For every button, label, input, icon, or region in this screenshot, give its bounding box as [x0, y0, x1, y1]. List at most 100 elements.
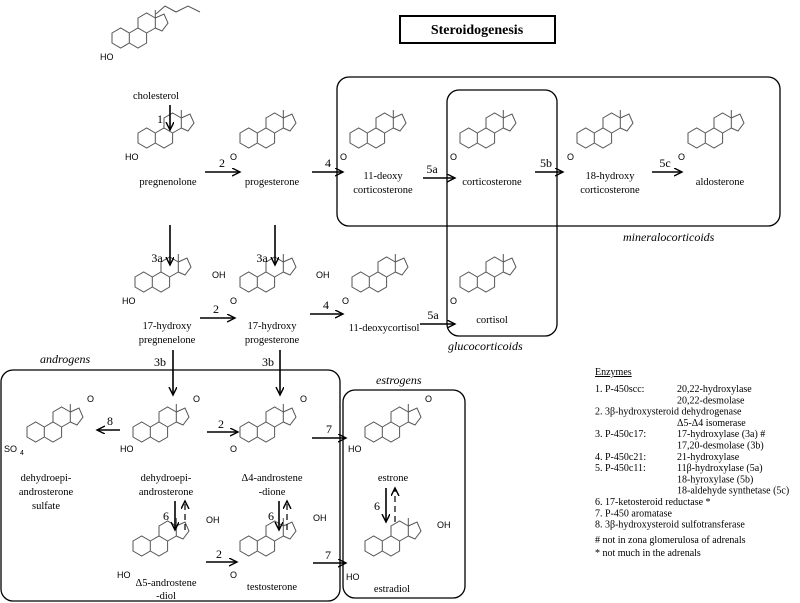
enzyme-legend: Enzymes 1. P-450scc: 20,22-hydroxylase20,… — [595, 367, 789, 559]
compound-11-deoxycortisol: 11-deoxycortisol — [349, 323, 420, 334]
compound-aldosterone: aldosterone — [696, 177, 745, 188]
enzyme-row-name: 2. 3β-hydroxysteroid dehydrogenase — [595, 407, 742, 418]
compound-dhea: dehydroepi-androsterone — [139, 473, 194, 498]
svg-text:HO: HO — [120, 444, 134, 454]
svg-text:1: 1 — [157, 112, 163, 126]
compound-estrone: estrone — [378, 473, 409, 484]
note-2: * not much in the adrenals — [595, 548, 701, 559]
enzyme-row-activity: 18-aldehyde synthetase (5c) — [677, 486, 789, 497]
note-1: # not in zona glomerulosa of adrenals — [595, 535, 746, 546]
enzyme-row-name: 4. P-450c21: — [595, 452, 646, 463]
svg-text:O: O — [300, 394, 307, 404]
svg-text:4: 4 — [325, 156, 331, 170]
compound-pregnenolone: pregnenolone — [139, 177, 196, 188]
svg-text:OH: OH — [316, 270, 330, 280]
enzyme-row-activity: 17-hydroxylase (3a) # — [677, 429, 765, 440]
svg-text:5c: 5c — [659, 156, 670, 170]
svg-text:HO: HO — [125, 152, 139, 162]
compound-corticosterone: corticosterone — [462, 177, 522, 188]
svg-text:OH: OH — [212, 270, 226, 280]
androgens-label: androgens — [40, 352, 91, 366]
compound-estradiol: estradiol — [374, 584, 410, 595]
svg-text:O: O — [230, 570, 237, 580]
svg-text:OH: OH — [437, 520, 451, 530]
mineralocorticoids-box — [336, 76, 781, 227]
compound-testosterone: testosterone — [247, 582, 297, 593]
enzymes-heading: Enzymes — [595, 367, 632, 378]
estrogens-box — [342, 389, 466, 599]
svg-text:4: 4 — [20, 450, 24, 457]
androgens-box — [0, 369, 341, 602]
enzyme-row-name: 1. P-450scc: — [595, 384, 644, 395]
estrogens-label: estrogens — [376, 373, 422, 387]
svg-text:HO: HO — [348, 444, 362, 454]
diagram-title: Steroidogenesis — [431, 23, 524, 38]
svg-text:O: O — [340, 152, 347, 162]
enzyme-row-activity: 11β-hydroxylase (5a) — [677, 463, 763, 474]
svg-text:OH: OH — [313, 513, 327, 523]
mineralocorticoids-label: mineralocorticoids — [623, 230, 715, 244]
molecule-structures — [26, 5, 745, 557]
svg-text:2: 2 — [218, 417, 224, 431]
svg-text:OH: OH — [206, 515, 220, 525]
svg-text:O: O — [678, 152, 685, 162]
svg-text:O: O — [193, 394, 200, 404]
svg-text:8: 8 — [107, 414, 113, 428]
svg-text:HO: HO — [122, 296, 136, 306]
svg-text:2: 2 — [216, 547, 222, 561]
svg-text:6: 6 — [163, 509, 169, 523]
title-box — [399, 15, 556, 44]
svg-text:O: O — [450, 152, 457, 162]
svg-text:5a: 5a — [426, 162, 438, 176]
svg-text:HO: HO — [346, 572, 360, 582]
svg-text:2: 2 — [219, 156, 225, 170]
svg-text:O: O — [450, 296, 457, 306]
glucocorticoids-box — [446, 89, 558, 337]
svg-text:3b: 3b — [262, 355, 274, 369]
svg-text:O: O — [230, 152, 237, 162]
svg-text:HO: HO — [100, 52, 114, 62]
svg-text:5a: 5a — [427, 308, 439, 322]
compound-androstenediol: Δ5-androstene-diol — [136, 578, 197, 602]
enzyme-row-activity: Δ5-Δ4 isomerase — [677, 418, 746, 429]
enzyme-row-activity: 21-hydroxylase — [677, 452, 740, 463]
substituent-labels: HO HO O O O O O HO O O O SO 4 HO O HO HO… — [4, 52, 685, 582]
svg-text:7: 7 — [325, 548, 331, 562]
enzyme-row-activity: 18-hyroxylase (5b) — [677, 474, 753, 485]
compound-androstenedione: Δ4-androstene-dione — [242, 473, 303, 498]
enzyme-step-labels: 1 2 4 5a 5b 5c 3a 3a 2 4 5a 3b 3b 8 2 7 … — [107, 112, 671, 562]
svg-text:3a: 3a — [151, 251, 163, 265]
svg-text:O: O — [342, 296, 349, 306]
enzyme-row-name: 7. P-450 aromatase — [595, 508, 672, 519]
enzyme-row-activity: 20,22-hydroxylase — [677, 384, 752, 395]
svg-text:3a: 3a — [256, 251, 268, 265]
svg-text:2: 2 — [213, 302, 219, 316]
enzyme-row-activity: 17,20-desmolase (3b) — [677, 441, 764, 452]
svg-text:O: O — [230, 444, 237, 454]
glucocorticoids-label: glucocorticoids — [448, 339, 523, 353]
svg-text:5b: 5b — [540, 156, 552, 170]
svg-text:3b: 3b — [154, 355, 166, 369]
svg-text:O: O — [567, 152, 574, 162]
enzyme-row-name: 5. P-450c11: — [595, 463, 646, 474]
compound-cholesterol: cholesterol — [133, 91, 179, 102]
svg-text:HO: HO — [117, 570, 131, 580]
reaction-arrows — [97, 105, 682, 563]
svg-text:4: 4 — [323, 298, 329, 312]
svg-text:O: O — [425, 394, 432, 404]
svg-text:7: 7 — [326, 422, 332, 436]
enzyme-row-activity: 20,22-desmolase — [677, 395, 745, 406]
compound-cortisol: cortisol — [476, 315, 508, 326]
svg-text:O: O — [230, 296, 237, 306]
svg-text:6: 6 — [374, 499, 380, 513]
enzyme-row-name: 6. 17-ketosteroid reductase * — [595, 497, 711, 508]
enzyme-row-name: 8. 3β-hydroxysteroid sulfotransferase — [595, 520, 745, 531]
svg-text:6: 6 — [268, 509, 274, 523]
compound-progesterone: progesterone — [245, 177, 300, 188]
